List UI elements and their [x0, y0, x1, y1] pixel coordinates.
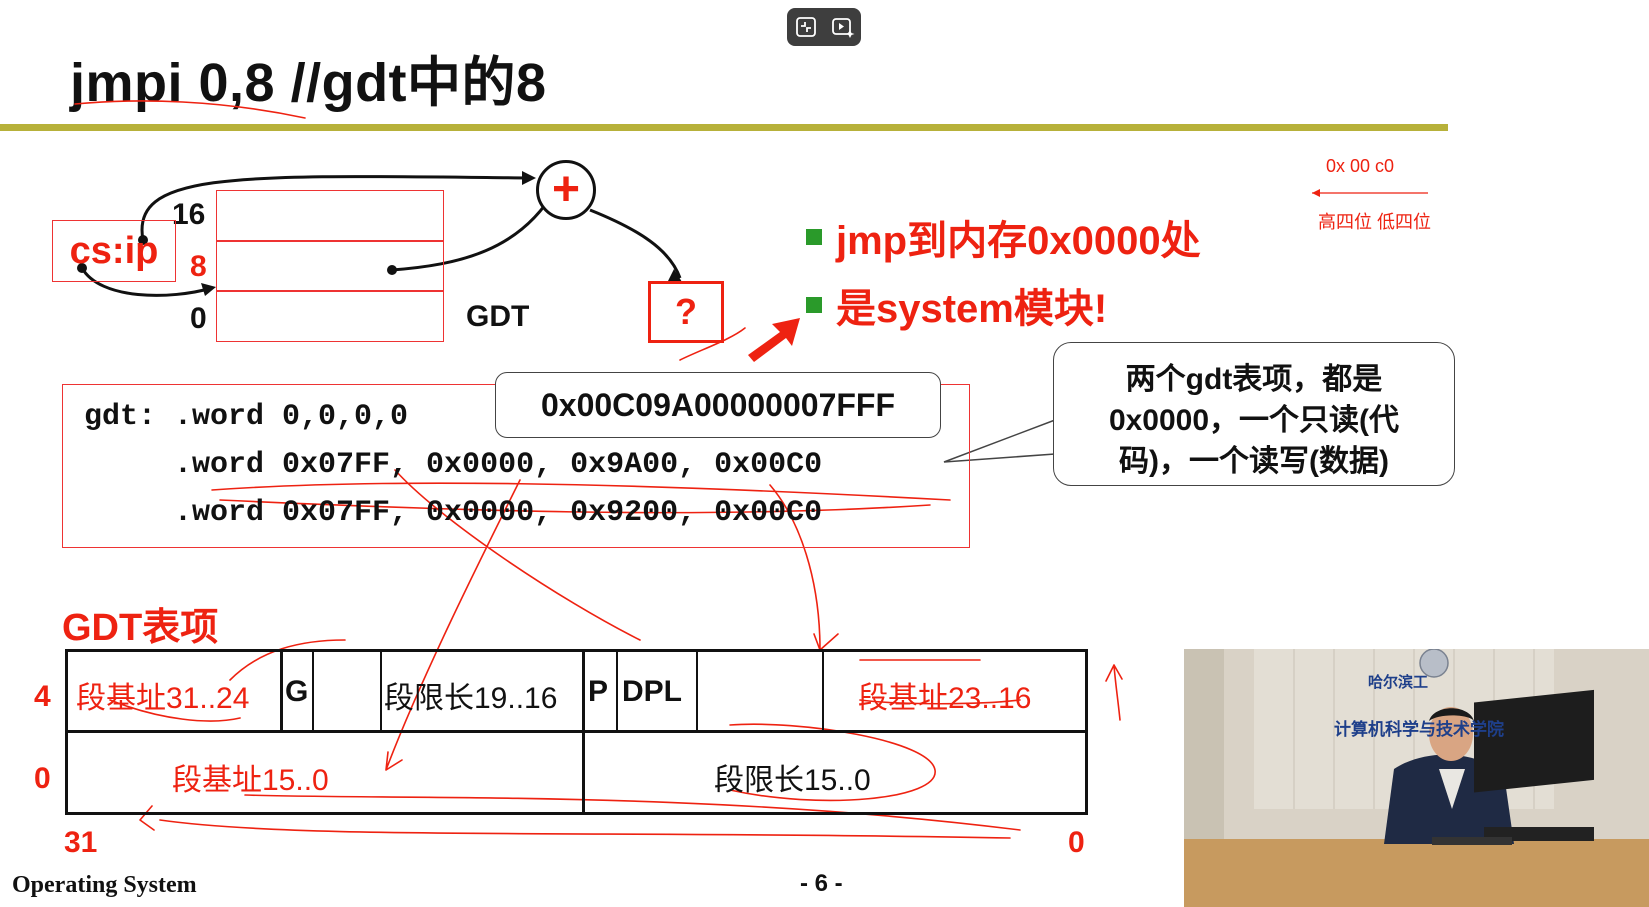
gdt-entry-title: GDT表项	[62, 607, 219, 649]
table-divider	[280, 649, 283, 731]
gdt-row-divider	[216, 290, 444, 292]
hex-annotation: 0x 00 c0	[1326, 156, 1395, 176]
footer-course: Operating System	[12, 872, 197, 898]
table-divider	[616, 649, 618, 731]
slide-title: jmpi 0,8 //gdt中的8	[70, 53, 547, 113]
cell-limit-19-16: 段限长19..16	[384, 682, 558, 715]
exit-fullscreen-icon[interactable]	[793, 14, 819, 40]
bullet-square-icon	[806, 297, 822, 313]
row-label-4: 4	[34, 680, 51, 713]
table-divider	[582, 731, 585, 815]
question-box: ?	[648, 281, 724, 343]
cell-p: P	[588, 675, 609, 708]
gdt-row-label-16: 16	[172, 198, 206, 231]
bullet-square-icon	[806, 229, 822, 245]
video-ai-icon[interactable]	[830, 14, 856, 40]
lecturer-video-scene	[1184, 649, 1649, 907]
video-toolbar	[787, 8, 861, 46]
cs-ip-register: cs:ip	[52, 220, 176, 282]
bullet-item: 是system模块!	[806, 276, 1107, 334]
code-line: gdt: .word 0,0,0,0	[84, 400, 409, 434]
row-label-0: 0	[34, 762, 51, 795]
cell-base-23-16: 段基址23..16	[858, 682, 1032, 715]
explain-line: 两个gdt表项，都是	[1125, 363, 1383, 396]
gdt-row-divider	[216, 240, 444, 242]
bullet-text: 是system模块!	[836, 287, 1108, 331]
gdt-table-box	[216, 190, 444, 342]
table-divider	[312, 649, 314, 731]
gdt-row-label-8: 8	[190, 250, 207, 283]
code-line: .word 0x07FF, 0x0000, 0x9A00, 0x00C0	[84, 448, 823, 482]
lecturer-video: 哈尔滨工 计算机科学与技术学院	[1184, 649, 1649, 907]
cell-dpl: DPL	[622, 675, 682, 708]
video-sign-top: 哈尔滨工	[1368, 674, 1429, 691]
bullet-item: jmp到内存0x0000处	[806, 208, 1201, 266]
table-divider	[65, 730, 1088, 733]
cell-limit-15-0: 段限长15..0	[714, 764, 871, 797]
gdt-row-label-0: 0	[190, 302, 207, 335]
descriptor-callout: 0x00C09A00000007FFF	[495, 372, 941, 438]
cell-base-15-0: 段基址15..0	[172, 764, 329, 797]
table-divider	[822, 649, 824, 731]
title-underline-rule	[0, 124, 1448, 131]
table-divider	[696, 649, 698, 731]
video-sign-main: 计算机科学与技术学院	[1334, 720, 1504, 739]
cell-base-31-24: 段基址31..24	[76, 682, 250, 715]
code-line: .word 0x07FF, 0x0000, 0x9200, 0x00C0	[84, 496, 823, 530]
red-arrow-icon	[748, 318, 800, 362]
page-number: - 6 -	[800, 870, 843, 897]
table-divider	[380, 649, 382, 731]
gdt-label: GDT	[466, 300, 530, 333]
plus-adder-icon: +	[536, 160, 596, 220]
explain-callout: 两个gdt表项，都是 0x0000，一个只读(代 码)，一个读写(数据)	[1053, 342, 1455, 486]
bit-0-label: 0	[1068, 826, 1085, 859]
explain-line: 0x0000，一个只读(代	[1108, 404, 1400, 437]
cell-g: G	[285, 675, 309, 708]
bit-31-label: 31	[64, 826, 98, 859]
bullet-text: jmp到内存0x0000处	[836, 219, 1201, 263]
explain-line: 码)，一个读写(数据)	[1119, 445, 1389, 478]
bits-annotation: 高四位 低四位	[1318, 212, 1432, 232]
table-divider	[582, 649, 585, 731]
